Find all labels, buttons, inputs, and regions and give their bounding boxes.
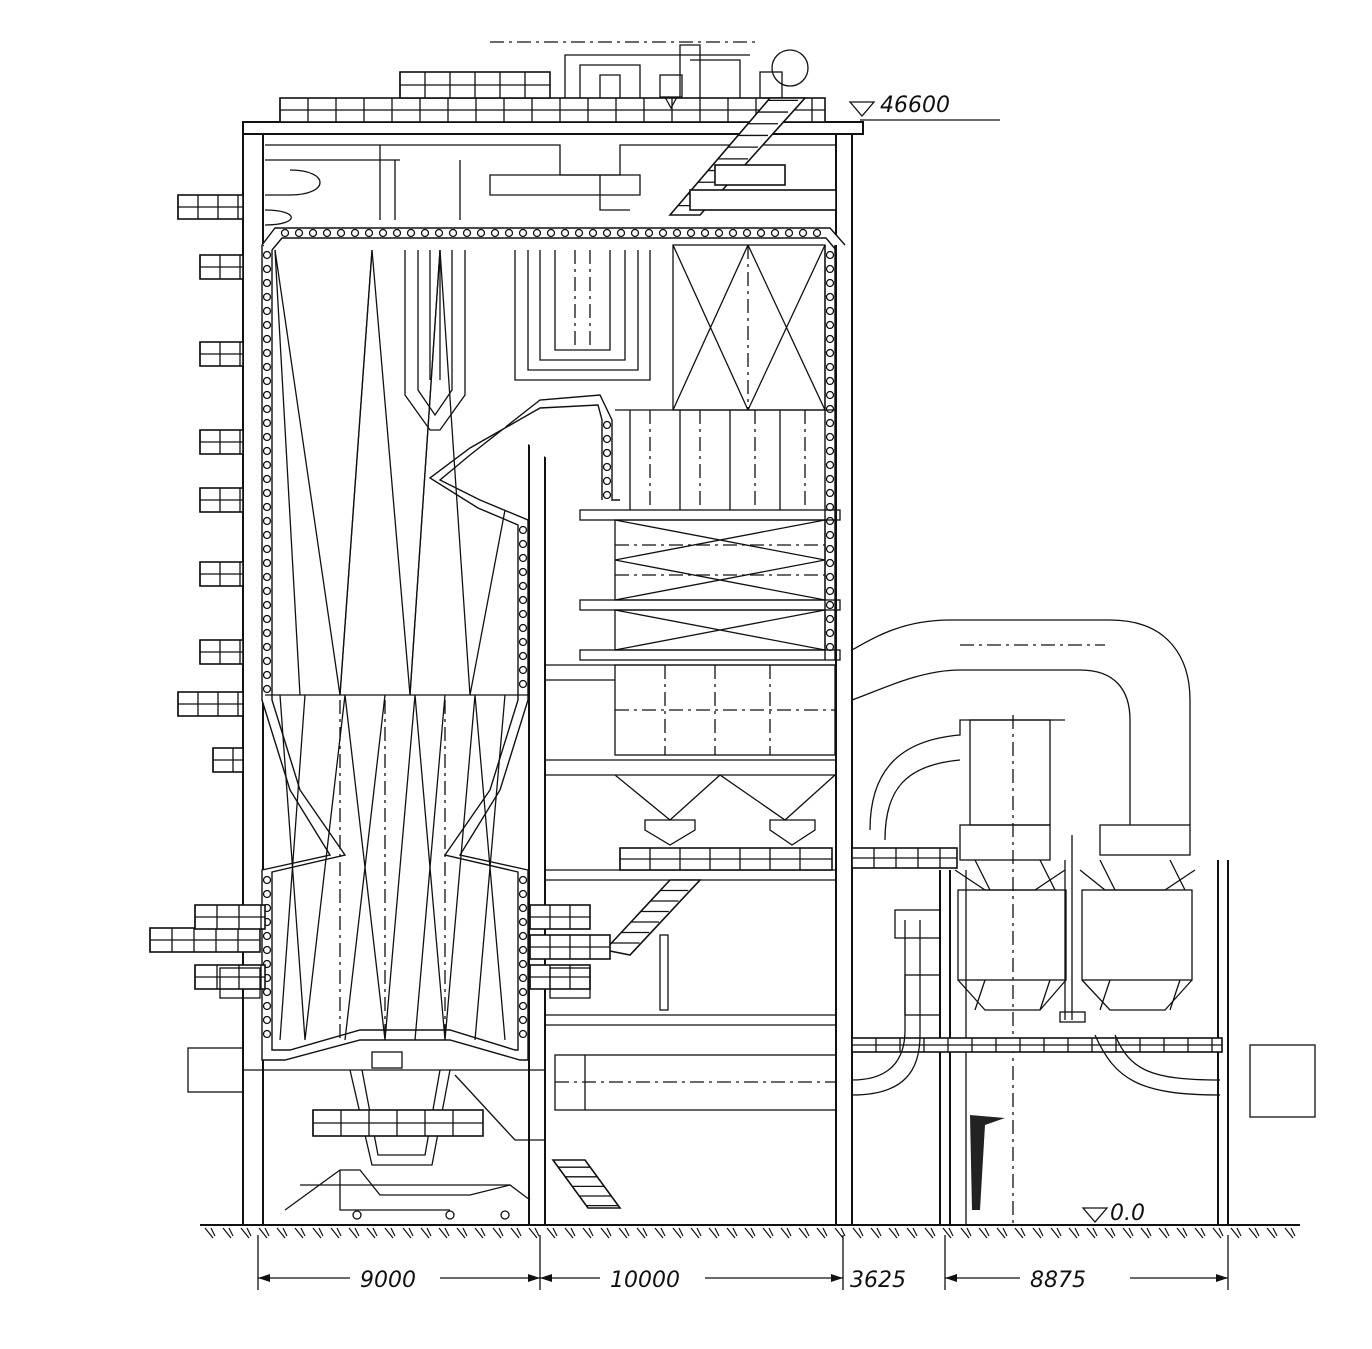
superheater-tubes <box>404 250 651 431</box>
bottom-ash-system <box>284 1051 622 1220</box>
dimension-9000: 9000 <box>360 1268 416 1293</box>
left-wall-blocks <box>177 194 244 773</box>
elevation-ground-label: 0.0 <box>1110 1201 1145 1226</box>
upper-piping <box>264 144 836 226</box>
ground-line <box>200 1224 1300 1239</box>
roof-brickwork <box>279 71 826 123</box>
burners <box>149 904 611 999</box>
dimension-line <box>257 1235 1229 1290</box>
dimension-8875: 8875 <box>1030 1268 1086 1293</box>
diagonal-duct-middle <box>603 879 702 1011</box>
furnace <box>261 227 846 1061</box>
dimension-3625: 3625 <box>850 1268 906 1293</box>
convective-shaft <box>579 244 841 871</box>
diagonal-duct-top <box>668 97 837 216</box>
flue-duct-lower <box>187 1047 837 1111</box>
dimension-10000: 10000 <box>610 1268 680 1293</box>
elevation-top-label: 46600 <box>880 93 950 118</box>
furnace-panels <box>274 249 506 1041</box>
precipitator <box>851 619 1316 1225</box>
